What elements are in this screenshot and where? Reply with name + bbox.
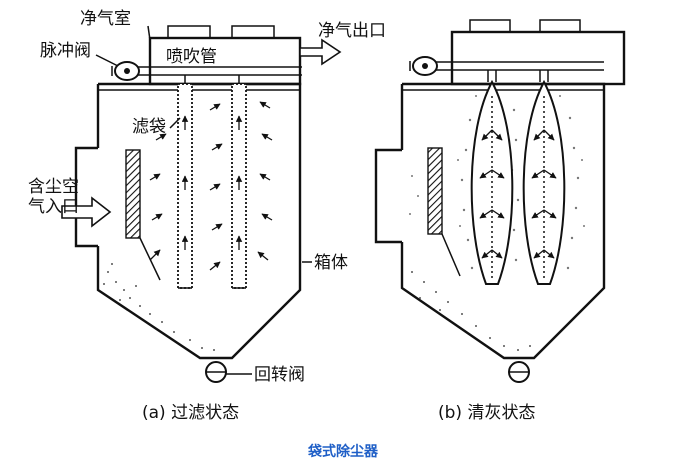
inlet-duct-a [74,146,98,248]
roof-block-b-right [539,19,581,33]
label-filter-bag: 滤袋 [132,117,166,137]
caption-panel-b: (b) 清灰状态 [438,403,535,423]
roof-block-b-left [469,19,511,33]
label-clean-air-room: 净气室 [80,9,131,29]
dust-dots-b [411,271,531,351]
leader-lines-a [95,25,312,263]
box-body-a [96,82,302,360]
roof-block-a-right [231,25,275,39]
label-clean-air-outlet: 净气出口 [318,21,386,41]
pulse-valve-icon-b [409,56,438,76]
clean-air-outlet-arrow-a [299,38,342,66]
caption-panel-a: (a) 过滤状态 [142,403,239,423]
label-rotary-valve: 回转阀 [254,365,305,385]
rotary-valve-icon-b [508,361,530,383]
panel-a-filtering: 净气室 喷吹管 净气出口 脉冲阀 滤袋 含尘空 气入口 箱体 回转阀 (a) 过… [28,9,386,423]
inlet-duct-b [374,148,402,244]
label-pulse-valve: 脉冲阀 [40,41,91,61]
roof-block-a-left [167,25,211,39]
panel-b-cleaning: (b) 清灰状态 [374,19,626,423]
dust-dots-a [103,263,215,351]
figure-title: 袋式除尘器 [307,443,379,460]
label-box-body: 箱体 [314,253,348,273]
baffle-plate-b [427,147,443,235]
blow-pipe-b [436,61,604,82]
dusty-air-inlet-arrow-a [61,196,112,228]
box-body-b [400,82,606,360]
blow-pipe-a [138,66,302,84]
rotary-valve-icon-a [205,361,252,383]
pulse-valve-icon-a [111,61,140,81]
pulse-arrows-b [479,129,557,259]
label-dusty-air-inlet-line2: 气入口 [28,197,79,217]
baffle-plate-a [125,149,141,239]
airflow-arrows-a [149,101,273,271]
clean-air-room-b [450,30,626,86]
label-blow-pipe: 喷吹管 [166,47,217,67]
label-dusty-air-inlet-line1: 含尘空 [28,177,79,197]
